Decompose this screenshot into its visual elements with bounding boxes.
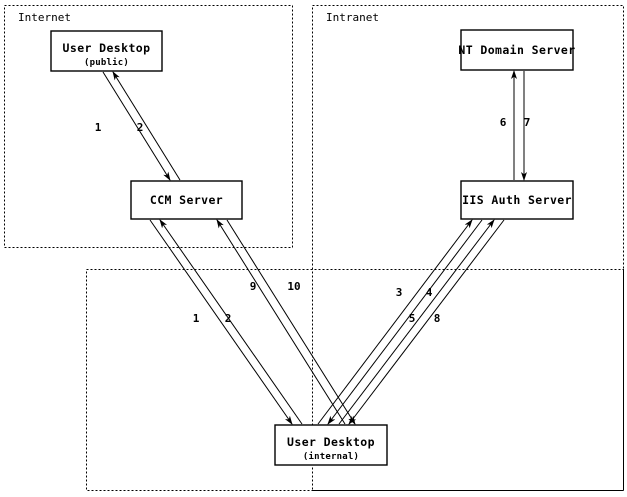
node-subtitle-user-desktop-public: (public) xyxy=(84,57,129,68)
flow-public-ccm xyxy=(102,71,181,181)
step-label-5: 5 xyxy=(409,312,416,325)
flow-line-2-ccm-to-public xyxy=(112,71,181,181)
flow-iis-internal-a xyxy=(317,219,483,425)
flow-line-10-ccm-to-internal xyxy=(226,219,356,425)
flow-line-3-internal-to-iis xyxy=(317,219,473,425)
zone-labels: Internet Intranet xyxy=(18,11,379,24)
step-label-4: 4 xyxy=(426,286,433,299)
step-label-8: 8 xyxy=(434,312,441,325)
node-user-desktop-public[interactable]: User Desktop (public) xyxy=(50,30,163,72)
zone-boundaries xyxy=(4,5,624,491)
step-label-7: 7 xyxy=(524,116,531,129)
step-label-2-public: 2 xyxy=(137,121,144,134)
flow-line-9-internal-to-ccm xyxy=(216,219,346,425)
step-label-6: 6 xyxy=(500,116,507,129)
node-box-nt-domain-server[interactable] xyxy=(460,29,574,71)
node-title-ccm-server: CCM Server xyxy=(150,193,223,207)
flow-ccm-internal-left xyxy=(149,219,303,425)
zone-internet-rect xyxy=(4,5,293,248)
flow-line-1-ccm-to-internal xyxy=(149,219,293,425)
flow-line-1-public-to-ccm xyxy=(102,71,171,181)
zone-label-intranet: Intranet xyxy=(326,11,379,24)
node-subtitle-user-desktop-internal: (internal) xyxy=(303,451,359,462)
node-iis-auth-server[interactable]: IIS Auth Server xyxy=(460,180,574,220)
flow-iis-ntdomain xyxy=(511,70,527,181)
step-label-3: 3 xyxy=(396,286,403,299)
node-box-ccm-server[interactable] xyxy=(130,180,243,220)
node-title-user-desktop-public: User Desktop xyxy=(63,41,151,55)
node-title-user-desktop-internal: User Desktop xyxy=(287,435,375,449)
flow-line-8-iis-to-internal xyxy=(348,219,505,425)
step-label-9: 9 xyxy=(250,280,257,293)
zone-internal-rect xyxy=(86,269,624,491)
node-box-iis-auth-server[interactable] xyxy=(460,180,574,220)
node-box-user-desktop-internal[interactable] xyxy=(274,424,388,466)
node-ccm-server[interactable]: CCM Server xyxy=(130,180,243,220)
flow-ccm-internal-right xyxy=(216,219,356,425)
step-label-1-public: 1 xyxy=(95,121,102,134)
zone-intranet-rect xyxy=(312,5,624,491)
step-label-10: 10 xyxy=(287,280,300,293)
node-title-nt-domain-server: NT Domain Server xyxy=(458,43,575,57)
node-user-desktop-internal[interactable]: User Desktop (internal) xyxy=(274,424,388,466)
node-box-user-desktop-public[interactable] xyxy=(50,30,163,72)
flow-line-4-iis-to-internal xyxy=(327,219,483,425)
flow-line-2-internal-to-ccm xyxy=(159,219,303,425)
node-nt-domain-server[interactable]: NT Domain Server xyxy=(458,29,575,71)
flow-iis-internal-b xyxy=(338,219,505,425)
node-title-iis-auth-server: IIS Auth Server xyxy=(462,193,572,207)
flow-line-5-internal-to-iis xyxy=(338,219,495,425)
zone-label-internet: Internet xyxy=(18,11,71,24)
step-labels: 1 2 1 2 3 4 5 6 7 8 9 10 xyxy=(95,116,531,325)
step-label-2-internal: 2 xyxy=(225,312,232,325)
step-label-1-internal: 1 xyxy=(193,312,200,325)
